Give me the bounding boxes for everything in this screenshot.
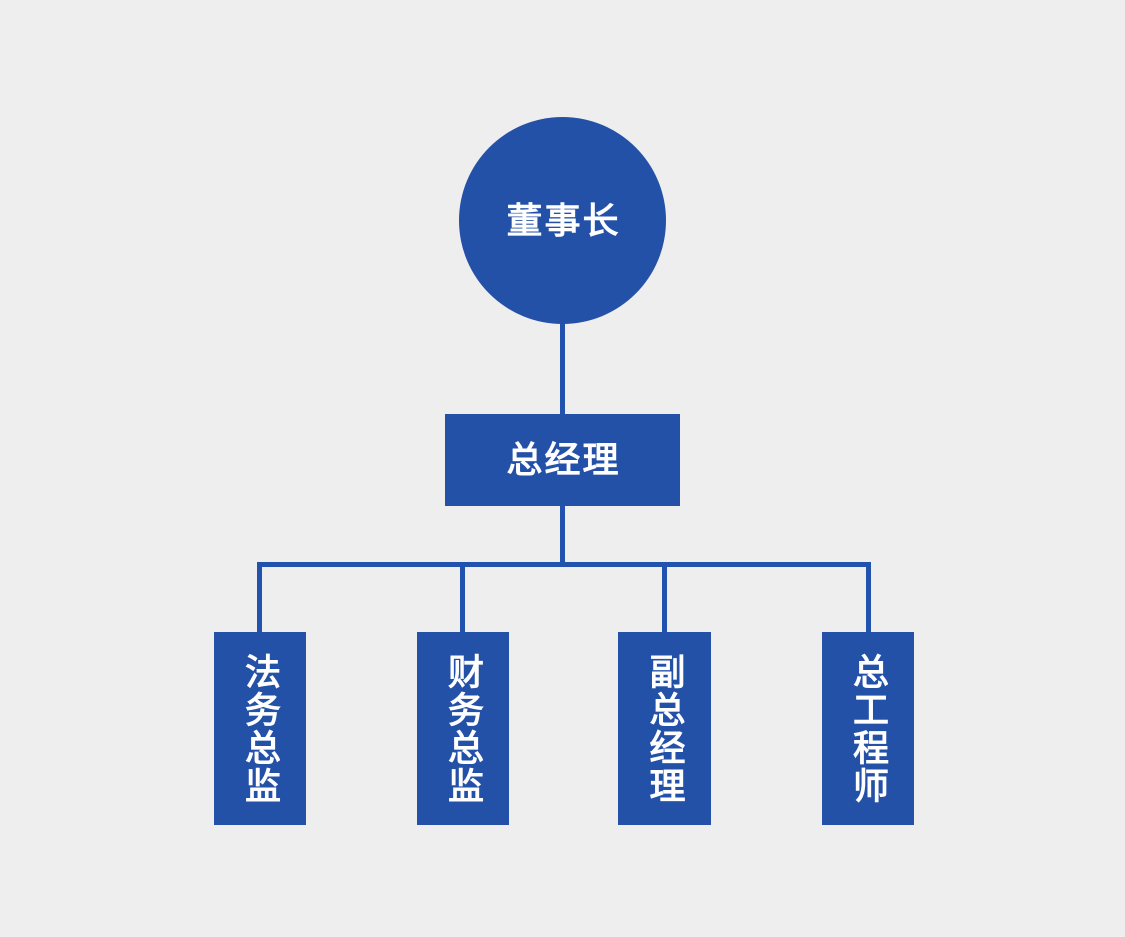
- connector-drop-legal-director: [257, 562, 262, 632]
- connector-drop-finance-director: [460, 562, 465, 632]
- connector-root-to-manager: [560, 315, 565, 415]
- org-node-deputy-general-manager-label: 副总经理: [644, 652, 686, 805]
- org-node-chairman-label: 董事长: [506, 199, 621, 241]
- org-node-general-manager[interactable]: 总经理: [445, 414, 680, 506]
- connector-horizontal-bus: [257, 562, 871, 567]
- org-node-finance-director-label: 财务总监: [443, 652, 484, 805]
- org-node-legal-director-label: 法务总监: [240, 652, 281, 805]
- org-node-chairman[interactable]: 董事长: [459, 117, 666, 324]
- org-node-deputy-general-manager[interactable]: 副总经理: [618, 632, 711, 825]
- org-node-chief-engineer-label: 总工程师: [848, 652, 889, 805]
- org-node-finance-director[interactable]: 财务总监: [417, 632, 509, 825]
- org-node-general-manager-label: 总经理: [506, 439, 621, 480]
- org-node-chief-engineer[interactable]: 总工程师: [822, 632, 914, 825]
- connector-drop-chief-engineer: [866, 562, 871, 632]
- org-node-legal-director[interactable]: 法务总监: [214, 632, 306, 825]
- connector-drop-deputy-general-manager: [662, 562, 667, 632]
- connector-manager-to-bus: [560, 506, 565, 567]
